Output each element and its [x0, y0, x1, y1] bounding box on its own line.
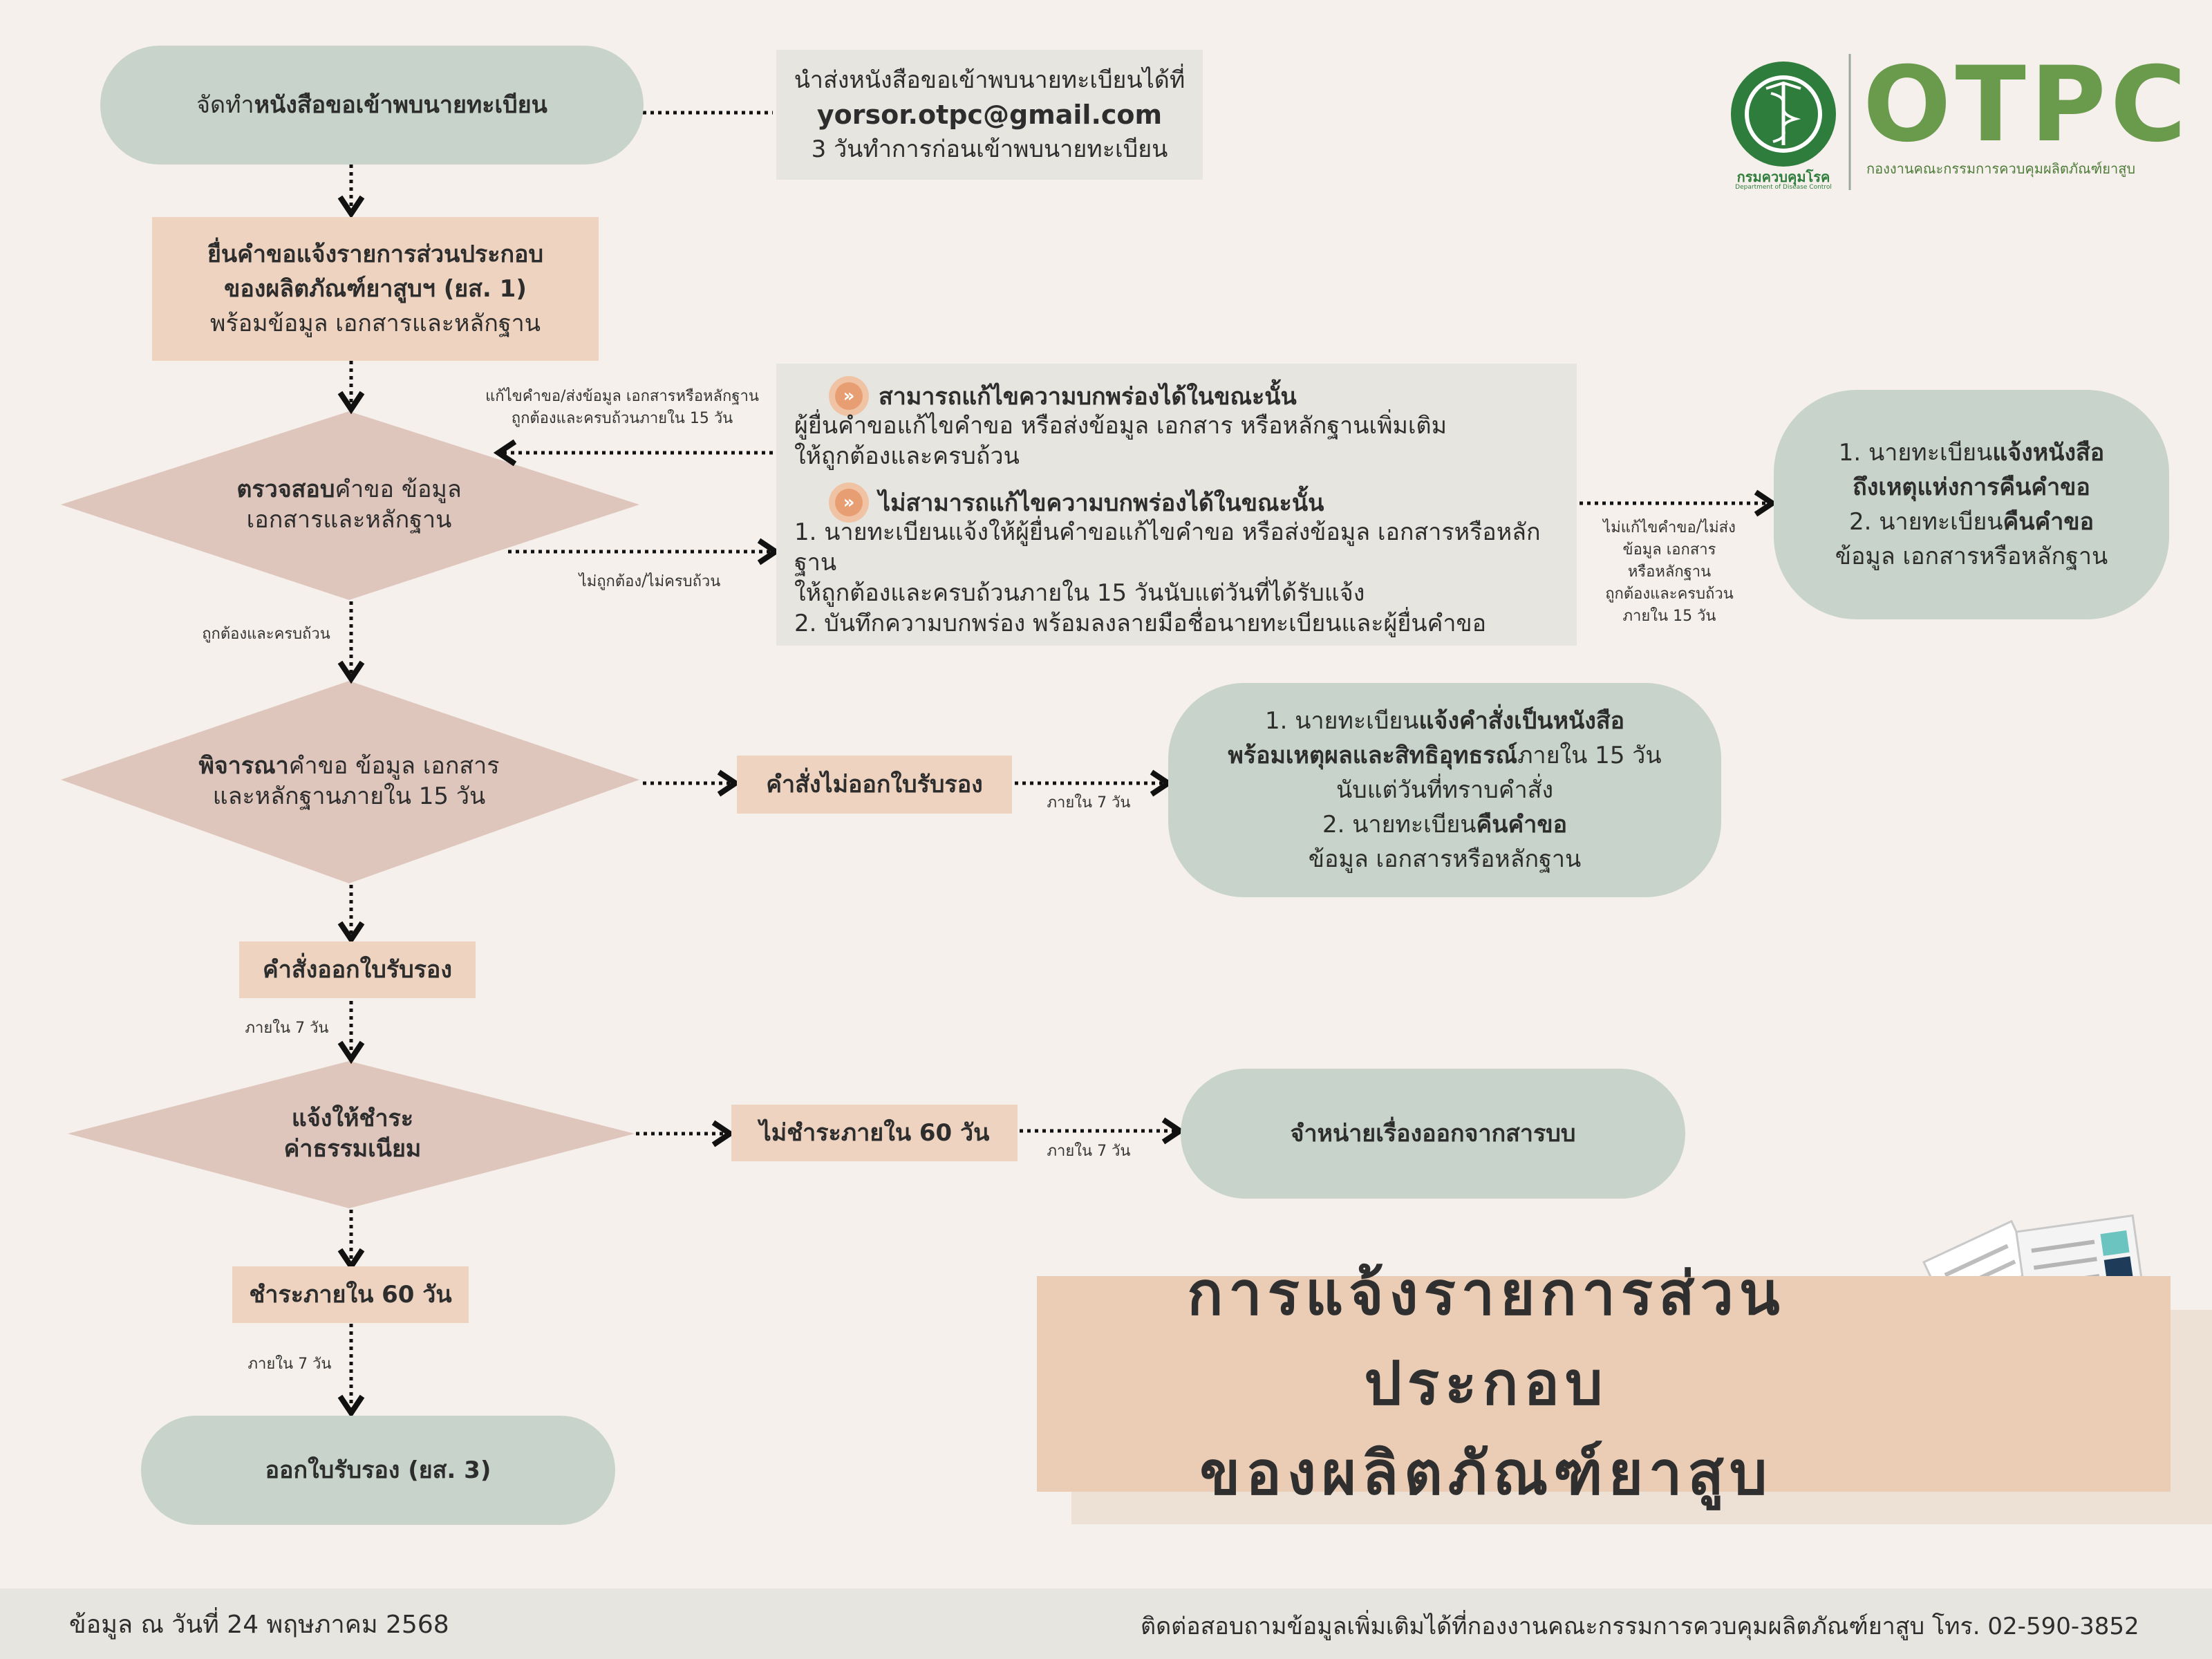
send-note-email: yorsor.otpc@gmail.com: [817, 97, 1162, 132]
not-fixed-l2: ข้อมูล เอกสาร: [1583, 539, 1756, 561]
dept-name-en: Department of Disease Control: [1718, 184, 1849, 191]
prepare-letter-step: จัดทำหนังสือขอเข้าพบนายทะเบียน: [100, 46, 644, 165]
footer-date: ข้อมูล ณ วันที่ 24 พฤษภาคม 2568: [69, 1609, 449, 1641]
consider-label: พิจารณาคำขอ ข้อมูล เอกสาร และหลักฐานภายใ…: [118, 740, 581, 823]
paid-box: ชำระภายใน 60 วัน: [232, 1266, 469, 1323]
incorrect-label: ไม่ถูกต้อง/ไม่ครบถ้วน: [539, 571, 760, 593]
submit-line1: ยื่นคำขอแจ้งรายการส่วนประกอบ: [207, 237, 543, 272]
send-letter-note: นำส่งหนังสือขอเข้าพบนายทะเบียนได้ที่ yor…: [776, 50, 1203, 180]
not-paid-box: ไม่ชำระภายใน 60 วัน: [731, 1105, 1018, 1161]
not-fixed-note: ไม่แก้ไขคำขอ/ไม่ส่ง ข้อมูล เอกสาร หรือหล…: [1583, 517, 1756, 628]
issue-order-box: คำสั่งออกใบรับรอง: [239, 941, 476, 998]
reject-l3: นับแต่วันที่ทราบคำสั่ง: [1336, 773, 1553, 807]
reject-l2a: พร้อมเหตุผลและสิทธิอุทธรณ์: [1228, 742, 1517, 769]
dispose-box: จำหน่ายเรื่องออกจากสารบบ: [1181, 1069, 1685, 1199]
check-bold: ตรวจสอบ: [236, 476, 335, 503]
cannot-fix-line1: 1. นายทะเบียนแจ้งให้ผู้ยื่นคำขอแก้ไขคำขอ…: [794, 517, 1560, 578]
return-l2: ถึงเหตุแห่งการคืนคำขอ: [1853, 470, 2090, 505]
return-l3b: คืนคำขอ: [2003, 508, 2094, 536]
consider-rest: คำขอ ข้อมูล เอกสาร: [289, 752, 500, 780]
otpc-subtitle: กองงานคณะกรรมการควบคุมผลิตภัณฑ์ยาสูบ: [1866, 158, 2135, 180]
reject-l5: ข้อมูล เอกสารหรือหลักฐาน: [1309, 842, 1581, 877]
prepare-bold: หนังสือขอเข้าพบนายทะเบียน: [254, 88, 547, 122]
submit-request-step: ยื่นคำขอแจ้งรายการส่วนประกอบ ของผลิตภัณฑ…: [152, 217, 599, 361]
can-fix-line1: ผู้ยื่นคำขอแก้ไขคำขอ หรือส่งข้อมูล เอกสา…: [794, 411, 1560, 441]
not-fixed-l4: ถูกต้องและครบถ้วน: [1583, 583, 1756, 606]
pay-notice-label: แจ้งให้ชำระ ค่าธรรมเนียม: [207, 1099, 498, 1168]
consider-line2: และหลักฐานภายใน 15 วัน: [213, 781, 485, 812]
check-line2: เอกสารและหลักฐาน: [247, 505, 452, 535]
check-label: ตรวจสอบคำขอ ข้อมูล เอกสารและหลักฐาน: [124, 463, 574, 546]
send-note-line3: 3 วันทำการก่อนเข้าพบนายทะเบียน: [812, 132, 1168, 167]
fix-note-line1: แก้ไขคำขอ/ส่งข้อมูล เอกสารหรือหลักฐาน: [456, 386, 788, 408]
pay-notice-l1: แจ้งให้ชำระ: [292, 1103, 413, 1134]
within-7-days-a: ภายใน 7 วัน: [1030, 792, 1147, 814]
dept-seal-icon: [1731, 62, 1836, 167]
reject-l1a: 1. นายทะเบียน: [1265, 707, 1419, 735]
issue-certificate-box: ออกใบรับรอง (ยส. 3): [141, 1416, 615, 1525]
return-l4: ข้อมูล เอกสารหรือหลักฐาน: [1835, 539, 2108, 574]
otpc-logo: OTPC: [1863, 50, 2191, 160]
fix-note: แก้ไขคำขอ/ส่งข้อมูล เอกสารหรือหลักฐาน ถู…: [456, 386, 788, 430]
submit-line2: ของผลิตภัณฑ์ยาสูบฯ (ยส. 1): [224, 272, 527, 306]
reject-notice-box: 1. นายทะเบียนแจ้งคำสั่งเป็นหนังสือ พร้อม…: [1168, 683, 1721, 897]
cannot-fix-line2: ให้ถูกต้องและครบถ้วนภายใน 15 วันนับแต่วั…: [794, 578, 1560, 608]
return-request-box: 1. นายทะเบียนแจ้งหนังสือ ถึงเหตุแห่งการค…: [1774, 390, 2169, 619]
send-note-line1: นำส่งหนังสือขอเข้าพบนายทะเบียนได้ที่: [794, 63, 1185, 97]
not-fixed-l3: หรือหลักฐาน: [1583, 561, 1756, 583]
return-l1a: 1. นายทะเบียน: [1839, 439, 1993, 467]
return-l1b: แจ้งหนังสือ: [1992, 439, 2104, 467]
return-l3a: 2. นายทะเบียน: [1849, 508, 2003, 536]
prepare-pre: จัดทำ: [196, 88, 254, 122]
within-7-days-d: ภายใน 7 วัน: [231, 1353, 348, 1376]
correct-label: ถูกต้องและครบถ้วน: [173, 624, 359, 646]
can-fix-line2: ให้ถูกต้องและครบถ้วน: [794, 441, 1560, 471]
cannot-fix-line3: 2. บันทึกความบกพร่อง พร้อมลงลายมือชื่อนา…: [794, 608, 1560, 639]
within-7-days-b: ภายใน 7 วัน: [228, 1018, 346, 1040]
fix-note-line2: ถูกต้องและครบถ้วนภายใน 15 วัน: [456, 408, 788, 430]
not-fixed-l1: ไม่แก้ไขคำขอ/ไม่ส่ง: [1583, 517, 1756, 539]
reject-order-box: คำสั่งไม่ออกใบรับรอง: [737, 756, 1012, 814]
can-fix-title: สามารถแก้ไขความบกพร่องได้ในขณะนั้น: [879, 377, 1297, 415]
consider-bold: พิจารณา: [198, 752, 288, 780]
within-7-days-c: ภายใน 7 วัน: [1030, 1141, 1147, 1163]
reject-l1b: แจ้งคำสั่งเป็นหนังสือ: [1419, 707, 1625, 735]
reject-l4a: 2. นายทะเบียน: [1322, 811, 1477, 838]
submit-line3: พร้อมข้อมูล เอกสารและหลักฐาน: [210, 306, 541, 341]
title-line2: ของผลิตภัณฑ์ยาสูบ: [1092, 1429, 1880, 1519]
not-fixed-l5: ภายใน 15 วัน: [1583, 606, 1756, 628]
title-block: การแจ้งรายการส่วนประกอบ ของผลิตภัณฑ์ยาสู…: [1037, 1276, 2171, 1492]
reject-l4b: คืนคำขอ: [1477, 811, 1567, 838]
pay-notice-l2: ค่าธรรมเนียม: [284, 1134, 422, 1164]
reject-l2b: ภายใน 15 วัน: [1517, 742, 1661, 769]
check-rest: คำขอ ข้อมูล: [335, 476, 461, 503]
title-line1: การแจ้งรายการส่วนประกอบ: [1092, 1249, 1880, 1429]
cannot-fix-title: ไม่สามารถแก้ไขความบกพร่องได้ในขณะนั้น: [879, 484, 1324, 521]
footer-contact: ติดต่อสอบถามข้อมูลเพิ่มเติมได้ที่กองงานค…: [1141, 1611, 2139, 1642]
deficiency-box: » สามารถแก้ไขความบกพร่องได้ในขณะนั้น ผู้…: [776, 364, 1577, 646]
